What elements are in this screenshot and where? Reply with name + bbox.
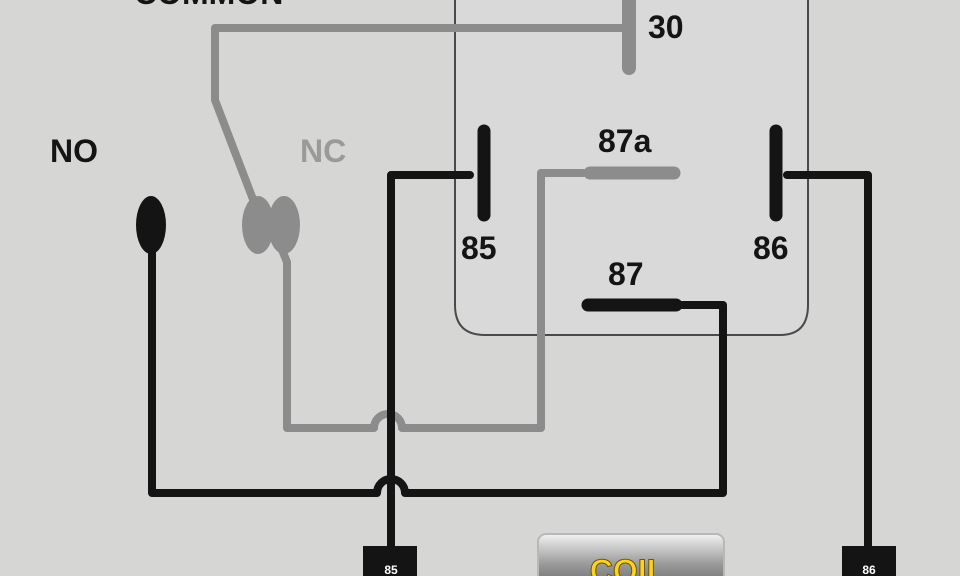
pin-86-label: 86 <box>753 230 789 266</box>
wire-87-to-no <box>148 246 727 497</box>
common-label: COMMON <box>134 0 283 11</box>
coil-terminal-86-label: 86 <box>862 563 876 576</box>
wire-85-to-coil <box>387 171 474 559</box>
nc-label: NC <box>300 133 346 169</box>
coil-label: COIL <box>590 553 666 576</box>
coil-terminal-85-label: 85 <box>384 563 398 576</box>
nc-contact <box>242 196 300 254</box>
wire-common-to-30 <box>211 24 626 206</box>
coil-block <box>537 533 725 576</box>
coil-terminal-85 <box>363 546 417 576</box>
pin-87-label: 87 <box>608 256 644 292</box>
wire-87a-to-nc <box>278 169 587 432</box>
no-label: NO <box>50 133 98 169</box>
pin-30-label: 30 <box>648 9 684 45</box>
pin-87a-label: 87a <box>598 123 652 159</box>
pin-85-label: 85 <box>461 230 497 266</box>
wire-86-to-coil <box>783 171 872 559</box>
coil-terminal-86 <box>842 546 896 576</box>
no-contact <box>136 196 166 254</box>
